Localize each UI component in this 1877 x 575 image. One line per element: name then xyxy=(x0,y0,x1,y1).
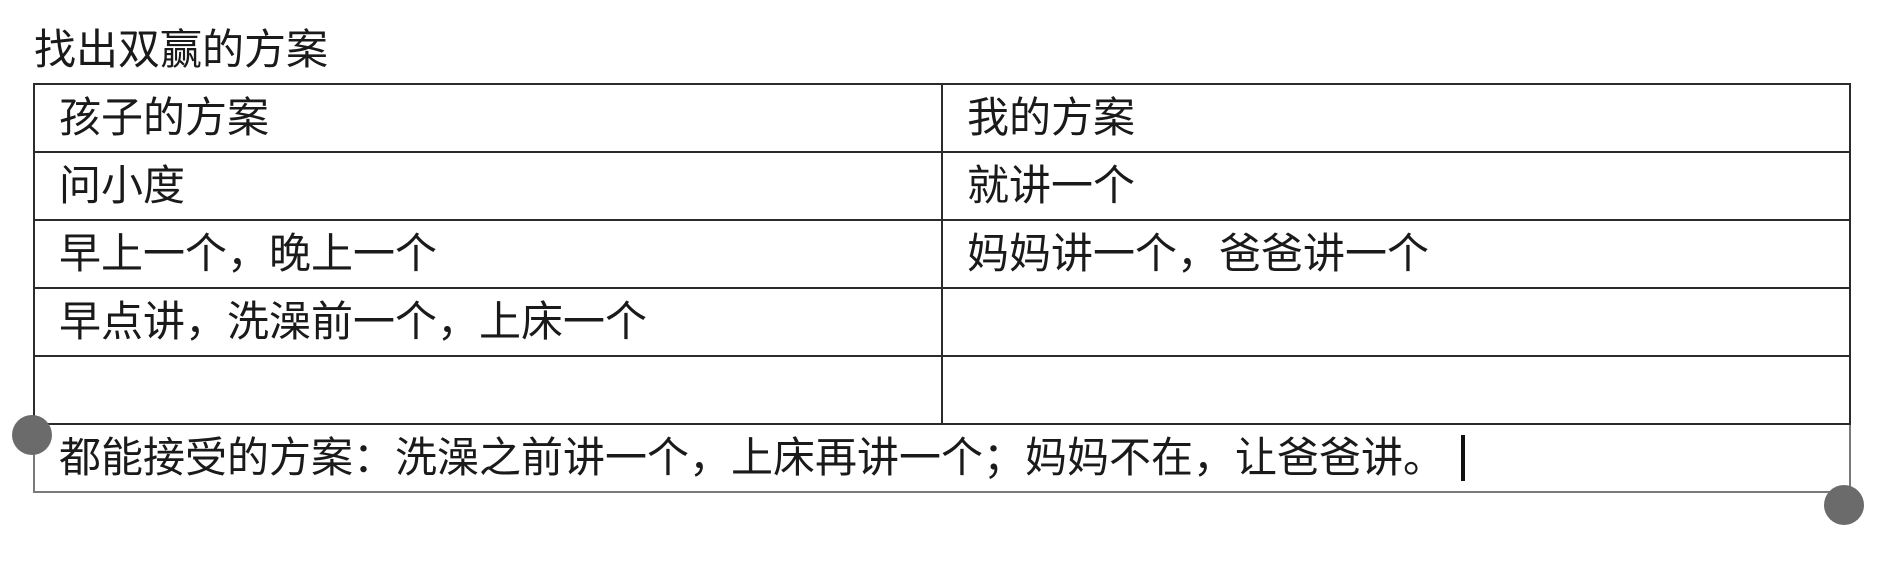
table-row: 问小度 就讲一个 xyxy=(33,151,1851,221)
selection-end-handle[interactable] xyxy=(1824,485,1864,525)
table-row xyxy=(33,355,1851,425)
table-cell-mine[interactable] xyxy=(941,287,1851,357)
table-cell-child[interactable]: 早上一个，晚上一个 xyxy=(33,219,943,289)
table-cell-mine[interactable] xyxy=(941,355,1851,425)
table-cell-child[interactable] xyxy=(33,355,943,425)
selection-start-handle[interactable] xyxy=(12,415,52,455)
summary-text: 都能接受的方案：洗澡之前讲一个，上床再讲一个；妈妈不在，让爸爸讲。 xyxy=(59,433,1446,482)
table-cell-mine[interactable]: 妈妈讲一个，爸爸讲一个 xyxy=(941,219,1851,289)
summary-row: 都能接受的方案：洗澡之前讲一个，上床再讲一个；妈妈不在，让爸爸讲。 xyxy=(33,423,1851,493)
header-cell-child-plan[interactable]: 孩子的方案 xyxy=(33,83,943,153)
header-cell-my-plan[interactable]: 我的方案 xyxy=(941,83,1851,153)
document-title: 找出双赢的方案 xyxy=(34,25,329,74)
table-cell-child[interactable]: 问小度 xyxy=(33,151,943,221)
table-cell-child[interactable]: 早点讲，洗澡前一个，上床一个 xyxy=(33,287,943,357)
plan-table: 孩子的方案 我的方案 问小度 就讲一个 早上一个，晚上一个 妈妈讲一个，爸爸讲一… xyxy=(33,83,1851,493)
table-row: 早点讲，洗澡前一个，上床一个 xyxy=(33,287,1851,357)
text-cursor xyxy=(1461,434,1466,481)
table-row: 早上一个，晚上一个 妈妈讲一个，爸爸讲一个 xyxy=(33,219,1851,289)
table-cell-mine[interactable]: 就讲一个 xyxy=(941,151,1851,221)
table-header-row: 孩子的方案 我的方案 xyxy=(33,83,1851,153)
summary-cell[interactable]: 都能接受的方案：洗澡之前讲一个，上床再讲一个；妈妈不在，让爸爸讲。 xyxy=(33,423,1851,493)
